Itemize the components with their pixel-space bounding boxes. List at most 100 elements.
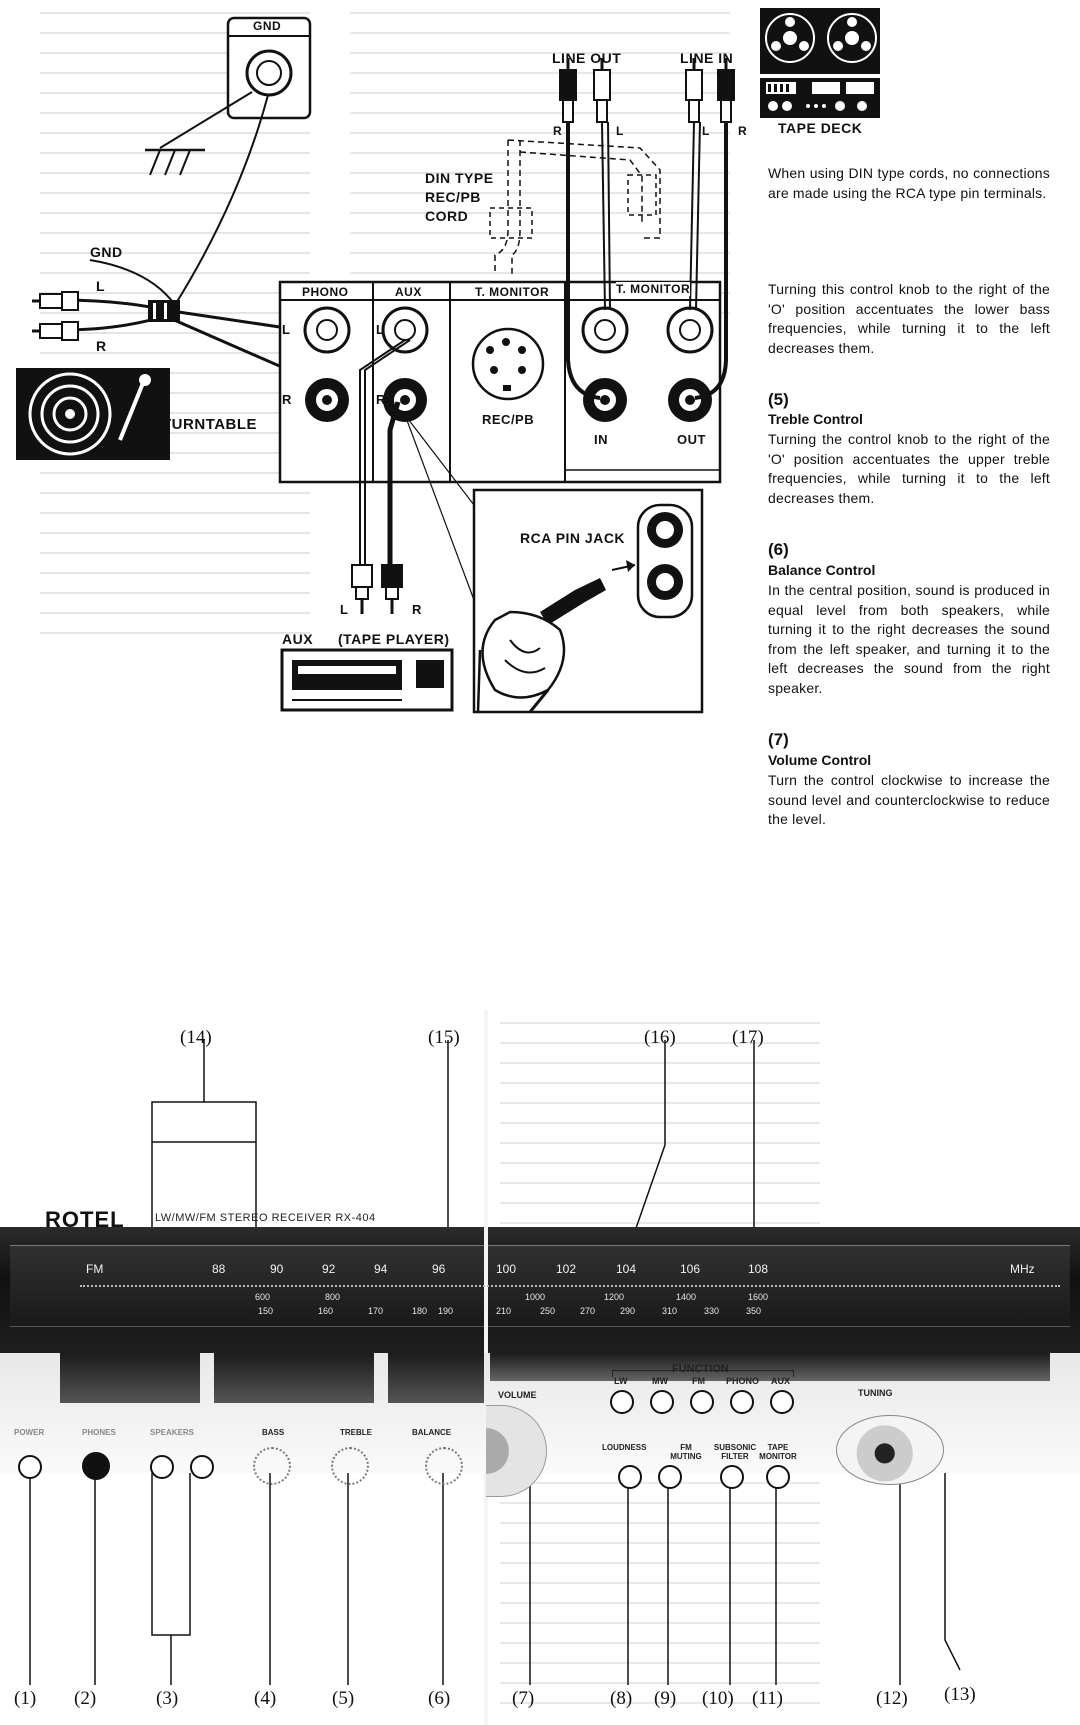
fm-muting-label: FM MUTING: [670, 1443, 702, 1461]
function-aux-label: AUX: [771, 1376, 791, 1386]
panel-phono-r: R: [282, 392, 292, 407]
function-mw-button[interactable]: [650, 1390, 674, 1414]
plug-l-1: L: [616, 124, 624, 138]
dial-mw-1400: 1400: [676, 1292, 697, 1302]
function-phono-button[interactable]: [730, 1390, 754, 1414]
line-out-label: LINE OUT: [552, 50, 622, 66]
treble-knob[interactable]: [331, 1447, 369, 1485]
bleed-through-text-middle: [350, 0, 730, 330]
subsonic-filter-label: SUBSONIC FILTER: [713, 1443, 757, 1461]
treble-label: TREBLE: [340, 1428, 372, 1437]
dial-lw-290: 290: [620, 1306, 636, 1316]
meter-window-4: [490, 1353, 1050, 1381]
din-cord-label-3: CORD: [425, 208, 469, 224]
dial-fm-106: 106: [680, 1262, 701, 1276]
tape-monitor-button[interactable]: [766, 1465, 790, 1489]
speakers-label: SPEAKERS: [150, 1428, 195, 1437]
callout-15: (15): [428, 1027, 460, 1048]
tuning-label: TUNING: [858, 1388, 893, 1398]
callout-6: (6): [428, 1688, 451, 1709]
dial-fm-96: 96: [432, 1262, 446, 1276]
dial-mw-1000: 1000: [525, 1292, 546, 1302]
dial-fm-102: 102: [556, 1262, 577, 1276]
function-fm-label: FM: [692, 1376, 705, 1386]
fm-muting-button[interactable]: [658, 1465, 682, 1489]
tape-deck-label: TAPE DECK: [778, 120, 863, 136]
phones-jack[interactable]: [82, 1452, 110, 1480]
brand-logo: ROTEL: [45, 1207, 125, 1232]
tape-monitor-label: TAPE MONITOR: [759, 1443, 797, 1461]
treble-control-number: (5): [768, 390, 789, 409]
dial-lw-330: 330: [704, 1306, 720, 1316]
dial-mw-800: 800: [325, 1292, 341, 1302]
rca-pin-jack-label: RCA PIN JACK: [520, 530, 626, 546]
panel-t-monitor-label: T. MONITOR: [475, 285, 550, 299]
callout-2: (2): [74, 1688, 97, 1709]
meter-window-1: [60, 1353, 200, 1403]
callout-14: (14): [180, 1027, 212, 1048]
callout-lines: [29, 1040, 961, 1685]
panel-aux-label: AUX: [395, 285, 422, 299]
function-bracket: [612, 1370, 794, 1377]
volume-control-heading: Volume Control: [768, 752, 872, 768]
balance-control-heading: Balance Control: [768, 562, 876, 578]
callout-9: (9): [654, 1688, 677, 1709]
balance-label: BALANCE: [412, 1428, 452, 1437]
speakers-a-button[interactable]: [150, 1455, 174, 1479]
function-aux-button[interactable]: [770, 1390, 794, 1414]
volume-control-text: Turn the control clockwise to increase t…: [768, 772, 1050, 827]
function-phono-label: PHONO: [726, 1376, 760, 1386]
balance-control-text: In the central position, sound is produc…: [768, 582, 1050, 696]
function-fm-button[interactable]: [690, 1390, 714, 1414]
dial-fm-92: 92: [322, 1262, 336, 1276]
power-button[interactable]: [18, 1455, 42, 1479]
dial-lw-150: 150: [258, 1306, 274, 1316]
dial-lw-210: 210: [496, 1306, 512, 1316]
dial-lw-350: 350: [746, 1306, 762, 1316]
function-mw-label: MW: [652, 1376, 668, 1386]
treble-control-text: Turning the control knob to the right of…: [768, 431, 1050, 506]
dial-scale-line: [80, 1285, 1060, 1287]
dial-mhz: MHz: [1010, 1262, 1035, 1276]
panel-t-monitor-label-2: T. MONITOR: [616, 282, 691, 296]
speakers-b-button[interactable]: [190, 1455, 214, 1479]
dial-lw-270: 270: [580, 1306, 596, 1316]
tuning-knob[interactable]: [836, 1415, 944, 1485]
dial-mw-1600: 1600: [748, 1292, 769, 1302]
line-in-label: LINE IN: [680, 50, 734, 66]
meter-window-3: [388, 1353, 484, 1403]
phones-label: PHONES: [82, 1428, 116, 1437]
bass-label: BASS: [262, 1428, 285, 1437]
aux-cable-l-label: L: [340, 602, 349, 617]
callout-10: (10): [702, 1688, 734, 1709]
connection-diagram: [16, 8, 880, 714]
function-lw-button[interactable]: [610, 1390, 634, 1414]
callout-13: (13): [944, 1684, 976, 1705]
tape-player-label: (TAPE PLAYER): [338, 631, 450, 647]
din-note-text: When using DIN type cords, no connection…: [768, 165, 1050, 201]
balance-knob[interactable]: [425, 1447, 463, 1485]
plug-l-2: L: [702, 124, 710, 138]
dial-lw-160: 160: [318, 1306, 334, 1316]
callout-5: (5): [332, 1688, 355, 1709]
panel-in-label: IN: [594, 432, 608, 447]
callout-17: (17): [732, 1027, 764, 1048]
panel-out-label: OUT: [677, 432, 706, 447]
din-cord-label-2: REC/PB: [425, 189, 481, 205]
subsonic-filter-button[interactable]: [720, 1465, 744, 1489]
dial-mw-600: 600: [255, 1292, 271, 1302]
bass-knob[interactable]: [253, 1447, 291, 1485]
plug-r-2: R: [738, 124, 748, 138]
meter-window-2: [214, 1353, 374, 1403]
function-lw-label: LW: [614, 1376, 628, 1386]
bass-control-text: Turning this control knob to the right o…: [768, 281, 1050, 356]
turntable-wire-l-label: L: [96, 278, 106, 294]
panel-phono-label: PHONO: [302, 285, 349, 299]
loudness-button[interactable]: [618, 1465, 642, 1489]
dial-fm-104: 104: [616, 1262, 637, 1276]
treble-control-heading: Treble Control: [768, 411, 863, 427]
dial-lw-170: 170: [368, 1306, 384, 1316]
turntable-wire-r-label: R: [96, 338, 107, 354]
loudness-label: LOUDNESS: [602, 1443, 647, 1452]
volume-label: VOLUME: [498, 1390, 537, 1400]
